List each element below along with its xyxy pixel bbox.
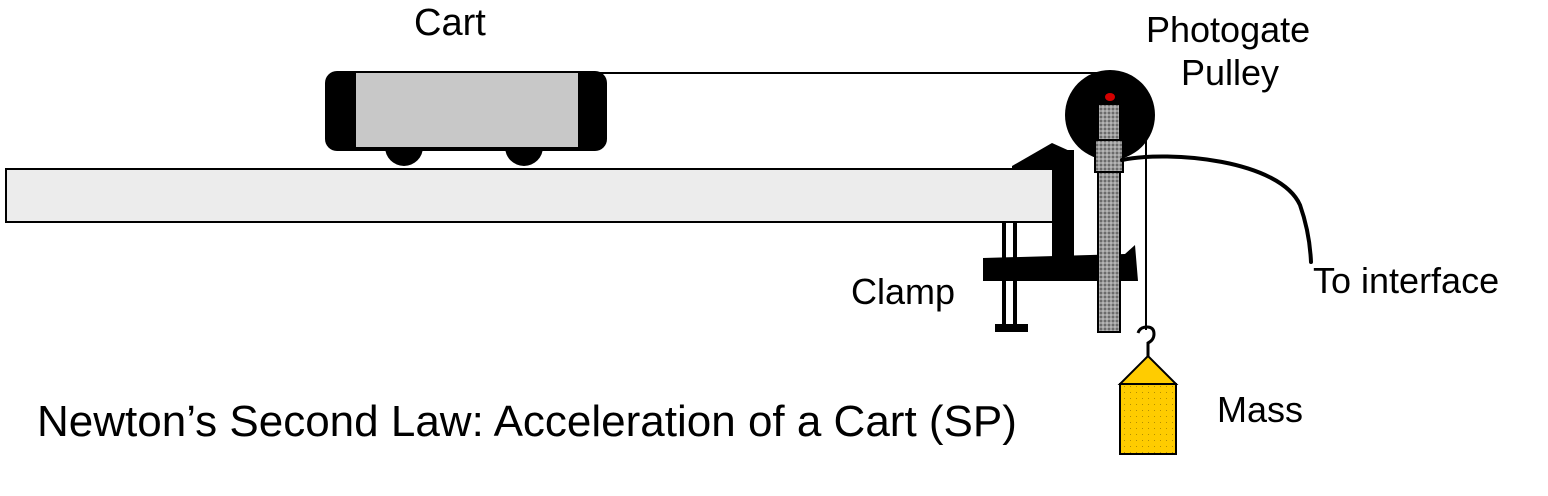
hanging-mass xyxy=(1117,354,1179,455)
clamp xyxy=(983,143,1138,332)
cart-body xyxy=(356,73,578,147)
clamp-upright xyxy=(1052,150,1074,262)
photogate-rod xyxy=(1097,103,1121,333)
track xyxy=(5,168,1055,223)
clamp-screw-left xyxy=(1002,222,1006,326)
photogate-label: Photogate xyxy=(1146,9,1311,50)
to-interface-label: To interface xyxy=(1313,260,1500,301)
clamp-label: Clamp xyxy=(851,271,956,312)
mass-hook xyxy=(1136,325,1156,358)
clamp-screw-right xyxy=(1013,222,1017,326)
mass-top xyxy=(1117,354,1179,385)
pulley-label: Pulley xyxy=(1181,52,1280,93)
clamp-screw-foot xyxy=(995,324,1028,332)
mass-label: Mass xyxy=(1217,389,1304,430)
mass-body xyxy=(1119,383,1177,455)
cart xyxy=(325,71,607,166)
photogate-sensor-light xyxy=(1105,93,1115,101)
photogate-head xyxy=(1094,139,1124,173)
photogate-pulley xyxy=(1065,70,1155,333)
diagram-title: Newton’s Second Law: Acceleration of a C… xyxy=(37,397,1017,446)
cart-label: Cart xyxy=(414,2,486,44)
interface-cable xyxy=(1120,154,1313,264)
